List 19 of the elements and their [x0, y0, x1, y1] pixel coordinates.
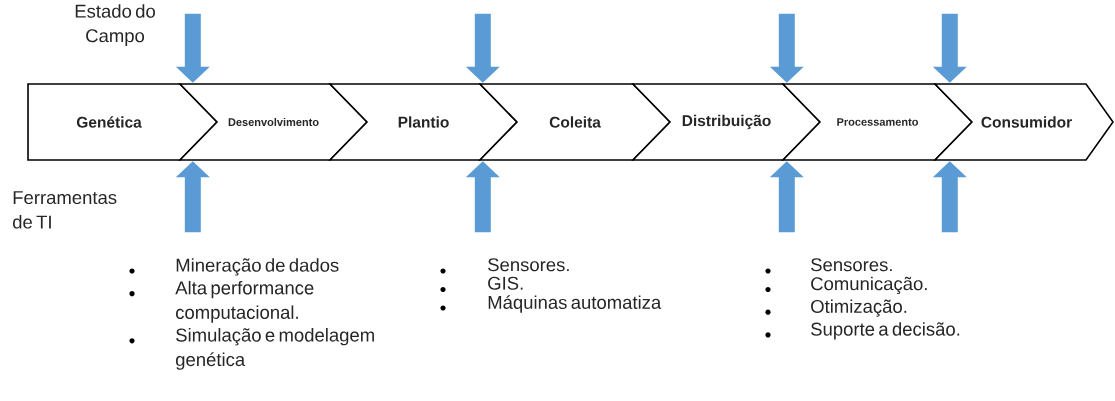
- process-step: Coleita: [478, 83, 672, 161]
- list-item: Máquinas automatiza: [488, 295, 662, 313]
- list-item: Otimização.: [811, 299, 907, 317]
- list-item: Comunicação.: [811, 276, 927, 294]
- list-item: Sensores.: [811, 258, 892, 272]
- process-step: Consumidor: [933, 83, 1114, 161]
- side-label: Ferramentas de TI: [13, 191, 117, 229]
- list-item: Suporte a decisão.: [811, 322, 960, 340]
- node-label: Consumidor: [981, 116, 1072, 128]
- process-step: Distribuição: [631, 83, 822, 161]
- side-label: Estado do Campo: [75, 4, 155, 46]
- list-item: Sensores.: [488, 258, 569, 272]
- process-step: Processamento: [781, 83, 974, 161]
- list-item: Simulação e modelagem genética: [176, 328, 374, 370]
- process-step: Plantio: [328, 83, 519, 161]
- process-step: Desenvolvimento: [178, 83, 369, 161]
- list-item: GIS.: [488, 276, 523, 290]
- list-item: Alta performance computacional.: [175, 280, 314, 323]
- list-item: Mineração de dados: [176, 258, 339, 276]
